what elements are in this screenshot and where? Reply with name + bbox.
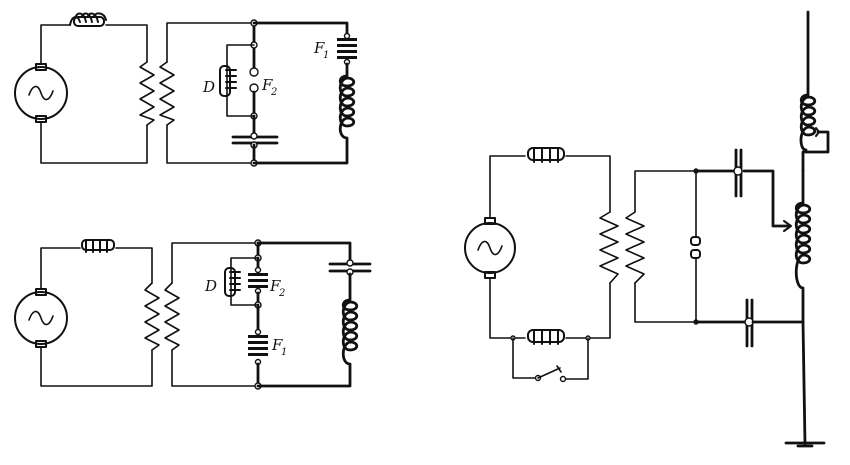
transformer-icon [599,211,645,284]
ground-icon [784,441,826,448]
label-f2-sub: 2 [270,87,277,98]
figure-bottom-left: F 2 D F 1 [14,239,372,390]
capacitor-top-icon [733,148,743,198]
series-inductor-icon [69,12,107,27]
figure-right [464,10,830,448]
label-d: D [204,277,217,295]
shunted-inductor-icon [527,329,565,345]
choke-d-icon [224,267,241,297]
coil-icon [256,272,359,388]
spark-gap-f1-icon [248,328,268,366]
label-f2: F [269,277,281,295]
spark-gap-icon [690,236,701,259]
switch-icon [512,337,589,383]
choke-d-icon [219,65,237,97]
ac-generator-icon [14,288,68,348]
label-f2: F [261,76,273,94]
series-inductor-icon [81,239,115,253]
coil-icon [252,62,356,165]
label-f1: F [313,39,325,57]
label-d: D [202,78,215,96]
transformer-icon [144,282,180,351]
figure-top-left: D F 2 F 1 [14,12,357,167]
ac-generator-icon [464,217,516,279]
label-f1: F [271,336,283,354]
capacitor-icon [328,259,372,276]
spark-gap-f2-icon [249,67,259,93]
series-inductor-icon [527,147,565,163]
label-f1-sub: 1 [323,50,329,61]
tapped-coil-icon [794,168,812,324]
spark-gap-f1-icon [337,32,357,66]
wire [40,24,71,65]
capacitor-icon [231,132,279,149]
antenna-coil-icon [799,86,820,152]
transformer-icon [139,61,175,126]
label-f1-sub: 1 [281,347,287,358]
label-f2-sub: 2 [278,288,285,299]
ac-generator-icon [14,63,68,123]
capacitor-bottom-icon [744,298,754,348]
spark-gap-f2-icon [248,266,268,295]
